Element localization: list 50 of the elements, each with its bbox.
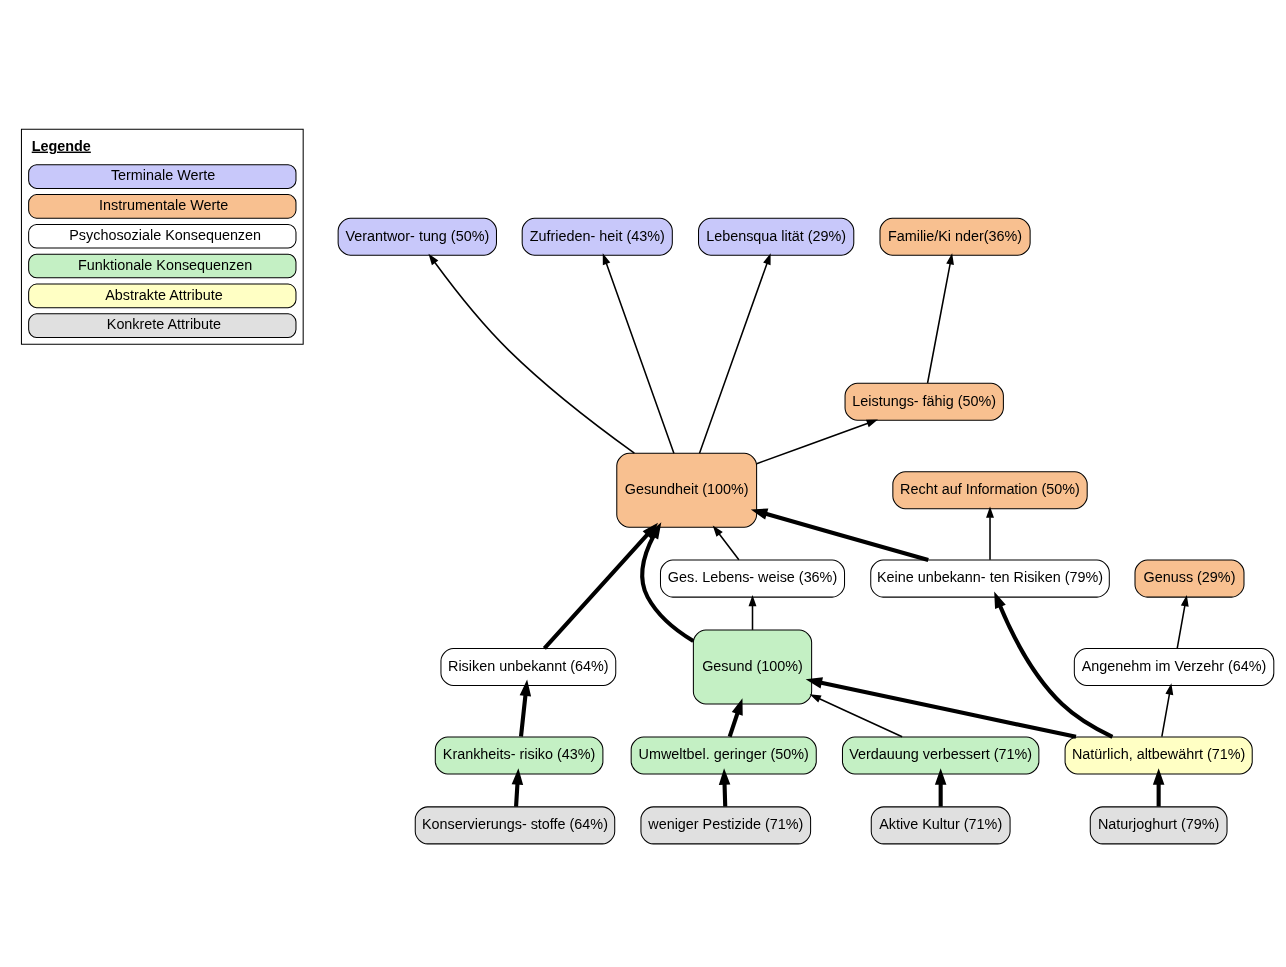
node-box: Zufrieden- heit (43%) (521, 217, 673, 256)
arrow (809, 694, 903, 738)
legend-label: Terminale Werte (110, 167, 216, 184)
node-box: Verdauung verbessert (71%) (841, 736, 1040, 775)
legend-label: Funktionale Konsequenzen (78, 256, 253, 273)
node-box: Keine unbekann- ten Risiken (79%) (870, 559, 1110, 598)
arrow (750, 508, 929, 562)
node-box: Natürlich, altbewährt (71%) (1064, 736, 1253, 775)
node-box: Lebensqua lität (29%) (698, 217, 855, 256)
label: Legende (31, 137, 91, 154)
legend-label: Konkrete Attribute (106, 316, 222, 333)
arrow (698, 253, 771, 454)
arrow (755, 419, 878, 465)
node-box: Krankheits- risiko (43%) (434, 736, 604, 775)
legend-label: Abstrakte Attribute (105, 286, 223, 303)
node-box: Aktive Kultur (71%) (870, 806, 1011, 845)
node-box: Ges. Lebens- weise (36%) (659, 559, 846, 598)
arrow (1176, 594, 1189, 649)
arrow (1152, 768, 1165, 807)
arrow (718, 768, 731, 807)
node-box: Familie/Ki nder(36%) (879, 217, 1031, 256)
arrow (542, 522, 659, 650)
arrow (640, 522, 695, 643)
legend-label: Instrumentale Werte (99, 197, 229, 214)
arrow (727, 698, 743, 738)
node-box: Umweltbel. geringer (50%) (630, 736, 817, 775)
arrow (428, 253, 636, 454)
legend-label: Psychosoziale Konsequenzen (69, 227, 262, 244)
node-box: Verantwor- tung (50%) (337, 217, 497, 256)
arrow (602, 253, 675, 454)
arrow (805, 677, 1077, 739)
arrow (748, 594, 757, 631)
node-box: Naturjoghurt (79%) (1089, 806, 1228, 845)
arrow (994, 591, 1114, 739)
node-box: Genuss (29%) (1134, 559, 1245, 598)
node-box: Leistungs- fähig (50%) (844, 382, 1004, 421)
arrow (934, 768, 947, 807)
arrow (511, 768, 524, 807)
arrow (986, 506, 994, 561)
node-box: Recht auf Information (50%) (892, 471, 1088, 510)
node-box: Angenehm im Verzehr (64%) (1073, 648, 1275, 687)
node-box: Risiken unbekannt (64%) (440, 648, 617, 687)
arrow (1161, 683, 1174, 738)
node-box: Konservierungs- stoffe (64%) (414, 806, 616, 845)
arrow (926, 253, 954, 384)
node-box: Gesund (100%) (692, 629, 813, 705)
arrow (712, 525, 740, 561)
node-box: Gesundheit (100%) (616, 452, 758, 528)
arrow (518, 679, 532, 737)
node-box: weniger Pestizide (71%) (640, 806, 812, 845)
